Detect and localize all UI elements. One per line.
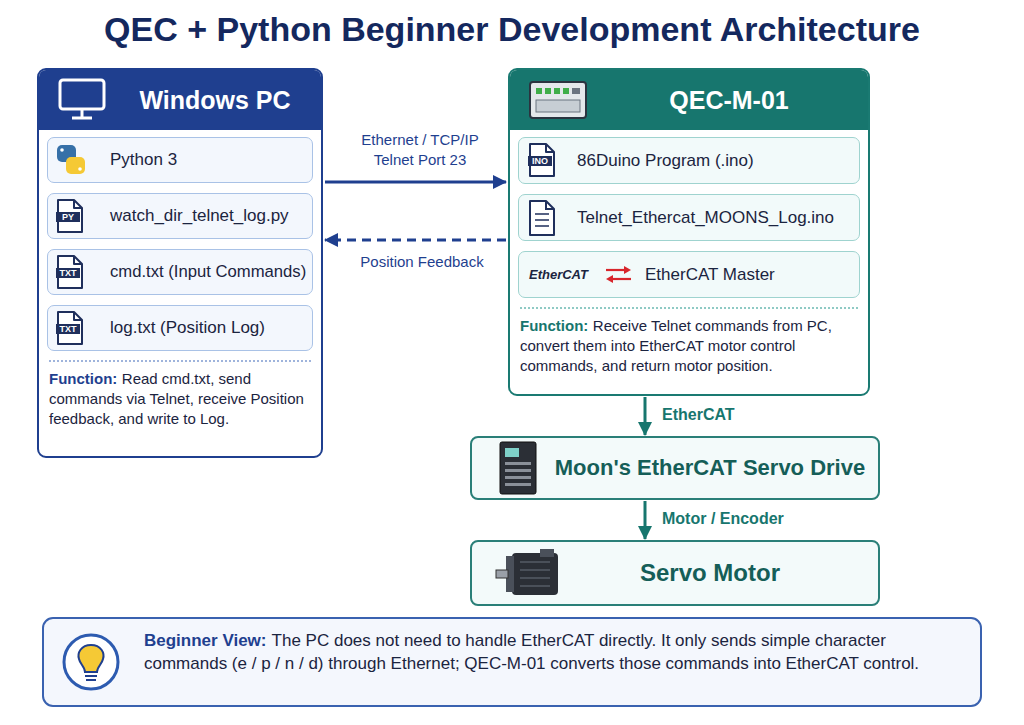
panel-header: QEC-M-01 (510, 70, 868, 130)
icon-tag: TXT (56, 324, 80, 334)
panel-body: 86Duino Program (.ino) Telnet_Ethercat_MO… (510, 130, 868, 298)
ethercat-logo: EtherCAT (529, 267, 603, 282)
device-panel: QEC-M-01 86Duino Program (.ino) Telnet_Eth… (508, 68, 870, 396)
panel-body: Python 3 watch_dir_telnet_log.py cmd.txt (… (39, 130, 321, 351)
row-text: cmd.txt (Input Commands) (110, 262, 306, 282)
connector-arrow (644, 397, 647, 435)
connector-arrow (325, 181, 506, 184)
row-text: log.txt (Position Log) (110, 318, 265, 338)
file-row: cmd.txt (Input Commands) (47, 249, 313, 295)
file-row: Python 3 (47, 137, 313, 183)
function-key: Function: (49, 370, 117, 387)
file-row: watch_dir_telnet_log.py (47, 193, 313, 239)
panel-header: Windows PC (39, 70, 321, 130)
device-name: Servo Motor (640, 559, 780, 587)
function-key: Function: (520, 317, 588, 334)
edge-label: Motor / Encoder (660, 509, 834, 530)
row-text: Python 3 (110, 150, 177, 170)
icon-tag: PY (56, 212, 80, 222)
connector-arrow (325, 239, 506, 242)
diagram-title: QEC + Python Beginner Development Archit… (0, 10, 1024, 49)
device-box: Servo Motor (470, 540, 880, 606)
function-note: Function:Read cmd.txt, send commands via… (49, 360, 311, 439)
edge-label: EtherCAT (660, 405, 794, 426)
connector-arrow (644, 501, 647, 539)
file-row: Telnet_Ethercat_MOONS_Log.ino (518, 194, 860, 241)
row-text: watch_dir_telnet_log.py (110, 206, 289, 226)
file-row: 86Duino Program (.ino) (518, 137, 860, 184)
note-box: Beginner View:The PC does not need to ha… (42, 617, 982, 707)
device-name: Moon's EtherCAT Servo Drive (555, 455, 865, 481)
edge-label: Position Feedback (345, 252, 499, 272)
icon-tag: INO (528, 156, 552, 166)
function-note: Function:Receive Telnet commands from PC… (520, 307, 858, 386)
edge-label: Ethernet / TCP/IP Telnet Port 23 (338, 130, 502, 169)
file-row: log.txt (Position Log) (47, 305, 313, 351)
panel-title: QEC-M-01 (669, 86, 788, 115)
panel-title: Windows PC (139, 86, 290, 115)
row-text: Telnet_Ethercat_MOONS_Log.ino (577, 208, 834, 228)
note-key: Beginner View: (144, 631, 267, 650)
device-panel: Windows PC Python 3 watch_dir_telnet_log.p… (37, 68, 323, 458)
file-row: EtherCAT EtherCAT Master (518, 251, 860, 298)
row-text: 86Duino Program (.ino) (577, 151, 754, 171)
icon-tag: TXT (56, 268, 80, 278)
device-box: Moon's EtherCAT Servo Drive (470, 436, 880, 500)
row-text: EtherCAT Master (645, 265, 775, 285)
